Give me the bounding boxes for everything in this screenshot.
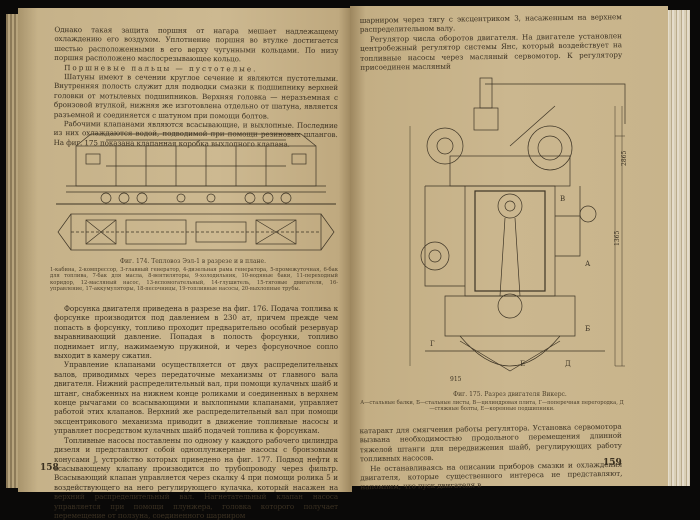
figure-label: Д — [565, 360, 571, 368]
left-figure-caption: Фиг. 174. Тепловоз Ээл-1 в разрезе и в п… — [120, 258, 266, 265]
paragraph: Форсунка двигателя приведена в разрезе н… — [54, 304, 338, 361]
page-number: 159 — [603, 458, 622, 468]
left-page: Однако такая защита поршня от нагара меш… — [18, 8, 352, 520]
locomotive-plan-view — [57, 213, 335, 251]
dimension-label: 915 — [450, 376, 462, 383]
figure-label: Б — [585, 325, 590, 333]
dimension-label: 2865 — [621, 151, 628, 166]
paragraph: Управление клапанами осуществляется от д… — [54, 360, 338, 436]
right-page: шарниром через тягу с эксцентриком 3, на… — [350, 6, 668, 492]
paragraph: Шатуны имеют в сечении круглое сечение и… — [53, 72, 339, 121]
right-bottom-text: катаракт для смягчения работы регулятора… — [359, 422, 622, 492]
right-figure-legend: А—стальные балки, Б—стальные листы, В—ци… — [360, 400, 624, 413]
right-page-edges — [664, 10, 690, 486]
left-bottom-text: Форсунка двигателя приведена в разрезе н… — [54, 304, 338, 520]
locomotive-side-view — [56, 133, 336, 205]
paragraph: Не останавливаясь на описании приборов с… — [360, 459, 623, 492]
figure-label: Е — [520, 360, 525, 368]
locomotive-drawing — [56, 133, 336, 251]
left-figure-legend: 1-кабина, 2-компрессор, 3-главный генера… — [50, 267, 338, 293]
page-number: 158 — [40, 463, 59, 473]
figure-label: В — [560, 195, 565, 203]
paragraph: катаракт для смягчения работы регулятора… — [359, 421, 622, 464]
paragraph: Однако такая защита поршня от нагара меш… — [54, 25, 339, 64]
figure-label: А — [585, 260, 591, 268]
engine-section-drawing: 2865 1365 915 А Б В Г Д Е — [409, 77, 628, 383]
dimension-label: 1365 — [614, 231, 621, 246]
right-top-text: шарниром через тягу с эксцентриком 3, на… — [360, 12, 623, 72]
paragraph: Топливные насосы поставлены по одному у … — [54, 435, 338, 520]
right-figure-caption: Фиг. 175. Разрез двигателя Викерс. — [453, 391, 567, 398]
figure-label: Г — [430, 340, 435, 348]
